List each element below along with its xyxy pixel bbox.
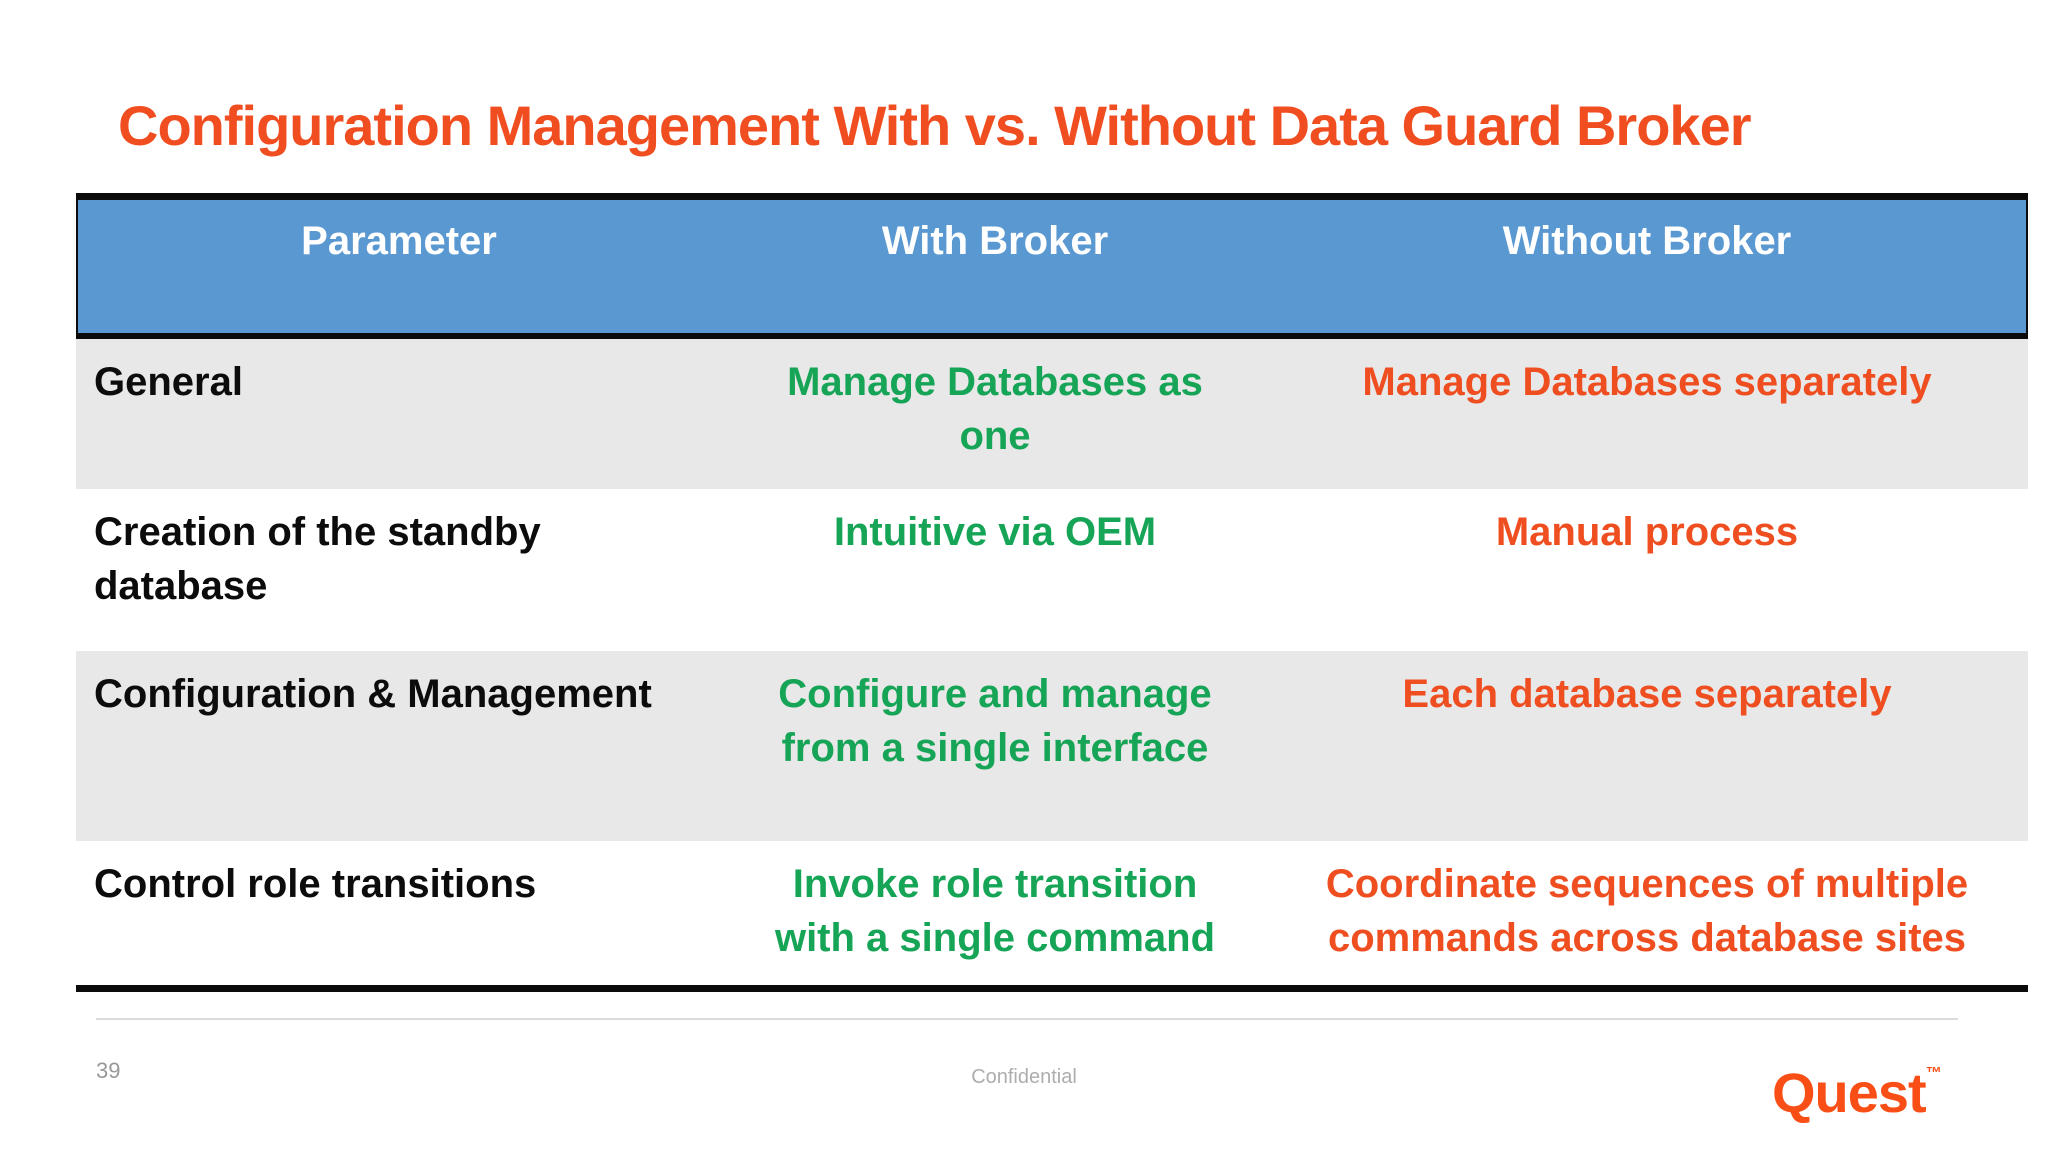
footer-divider xyxy=(96,1018,1958,1020)
comparison-table: Parameter With Broker Without Broker Gen… xyxy=(76,193,2028,992)
table-row-general: General Manage Databases as one Manage D… xyxy=(76,339,2028,489)
row-label: Control role transitions xyxy=(94,862,537,906)
row-label: General xyxy=(94,360,243,404)
with-broker-value: Intuitive via OEM xyxy=(833,510,1157,554)
table-row-configuration-management: Configuration & Management Configure and… xyxy=(76,651,2028,841)
column-header-without-broker: Without Broker xyxy=(1502,219,1792,263)
trademark-symbol: ™ xyxy=(1925,1065,1942,1082)
without-broker-value: Manual process xyxy=(1495,510,1799,554)
with-broker-value: Configure and manage from a single inter… xyxy=(778,672,1212,770)
with-broker-value: Manage Databases as one xyxy=(787,360,1203,458)
quest-logo: Quest™ xyxy=(1772,1046,1942,1121)
row-label: Creation of the standby database xyxy=(94,510,541,608)
page-number: 39 xyxy=(96,1058,121,1083)
confidential-label: Confidential xyxy=(971,1066,1077,1088)
without-broker-value: Coordinate sequences of multiple command… xyxy=(1325,862,1969,960)
with-broker-value: Invoke role transition with a single com… xyxy=(774,862,1216,960)
row-label: Configuration & Management xyxy=(94,672,652,716)
without-broker-value: Manage Databases separately xyxy=(1362,360,1932,404)
table-row-standby-creation: Creation of the standby database Intuiti… xyxy=(76,489,2028,651)
column-header-parameter: Parameter xyxy=(301,219,497,263)
column-header-with-broker: With Broker xyxy=(881,219,1109,263)
without-broker-value: Each database separately xyxy=(1402,672,1892,716)
table-header-row: Parameter With Broker Without Broker xyxy=(76,200,2028,339)
page-title: Configuration Management With vs. Withou… xyxy=(118,94,1752,157)
quest-logo-text: Quest xyxy=(1772,1061,1927,1124)
table-row-role-transitions: Control role transitions Invoke role tra… xyxy=(76,841,2028,985)
